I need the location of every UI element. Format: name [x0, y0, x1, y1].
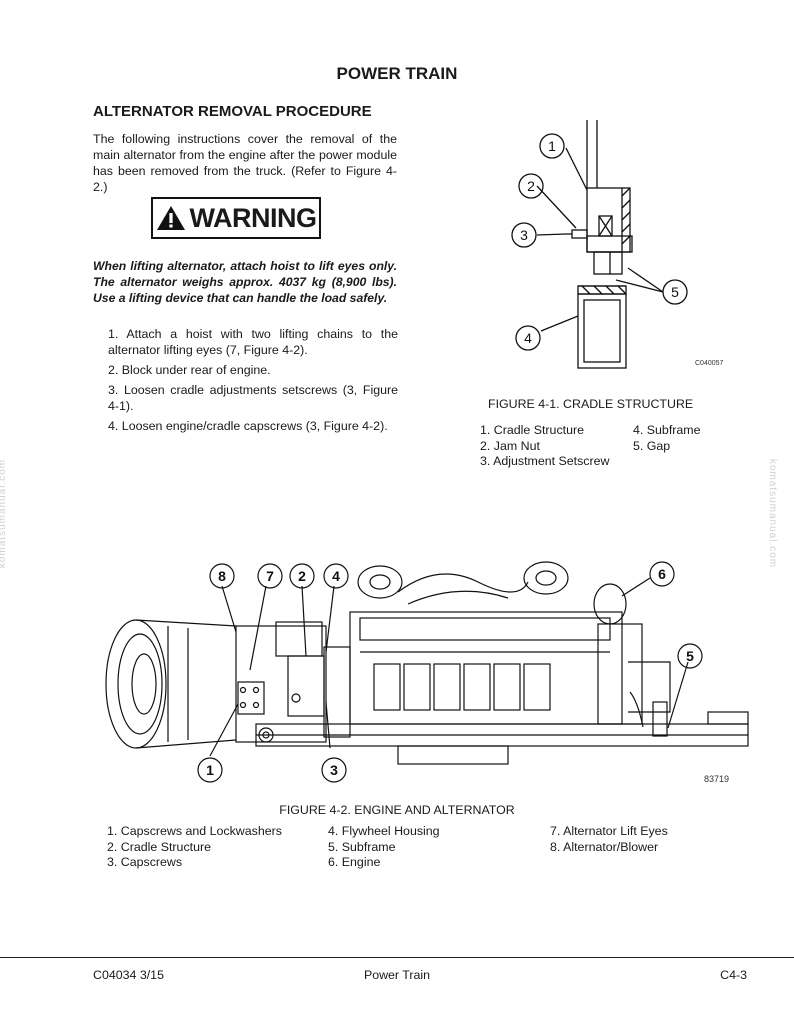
- warning-triangle-icon: [156, 206, 185, 230]
- cradle-structure-figure: 1 2 3 4 5 C040057: [511, 120, 724, 369]
- step-item: 2. Block under rear of engine.: [108, 363, 271, 377]
- footer-section: Power Train: [363, 968, 431, 982]
- footer-rule: [0, 957, 794, 958]
- fig1-callout: 5: [671, 284, 679, 300]
- warning-label: WARNING: [189, 202, 318, 233]
- step-item: 4. Loosen engine/cradle capscrews (3, Fi…: [108, 419, 388, 433]
- fig1-code: C040057: [695, 360, 724, 367]
- fig2-callout: 6: [658, 566, 666, 582]
- figure1-caption: FIGURE 4-1. CRADLE STRUCTURE: [488, 397, 694, 411]
- fig2-callout: 4: [332, 568, 340, 584]
- watermark-right: komatsumanual.com: [767, 458, 779, 569]
- fig1-callout: 4: [524, 330, 532, 346]
- footer-page-number: C4-3: [720, 968, 747, 982]
- page-title: POWER TRAIN: [336, 64, 458, 83]
- fig2-callout: 5: [686, 648, 694, 664]
- step-item: 1. Attach a hoist with two lifting chain…: [108, 327, 398, 357]
- figure2-legend-col3: 7. Alternator Lift Eyes 8. Alternator/Bl…: [550, 824, 668, 854]
- fig2-callout: 2: [298, 568, 306, 584]
- engine-alternator-figure: 8 7 2 4 6 5 1 3 83719: [105, 561, 749, 784]
- warning-box: WARNING: [151, 197, 321, 239]
- fig1-callout: 1: [548, 138, 556, 154]
- section-title: ALTERNATOR REMOVAL PROCEDURE: [93, 103, 372, 120]
- figure1-legend-right: 4. Subframe 5. Gap: [633, 423, 701, 453]
- warning-text: When lifting alternator, attach hoist to…: [93, 259, 397, 305]
- fig1-callout: 2: [527, 178, 535, 194]
- fig2-code: 83719: [704, 774, 729, 784]
- footer-doc-code: C04034 3/15: [93, 968, 164, 982]
- fig2-callout: 3: [330, 762, 338, 778]
- figure2-legend-col1: 1. Capscrews and Lockwashers 2. Cradle S…: [107, 824, 282, 869]
- figure2-caption: FIGURE 4-2. ENGINE AND ALTERNATOR: [279, 803, 515, 817]
- fig2-callout: 8: [218, 568, 226, 584]
- step-item: 3. Loosen cradle adjustments setscrews (…: [108, 383, 398, 413]
- fig2-callout: 1: [206, 762, 214, 778]
- intro-paragraph: The following instructions cover the rem…: [93, 132, 397, 194]
- fig2-callout: 7: [266, 568, 274, 584]
- fig1-callout: 3: [520, 227, 528, 243]
- figure1-legend-left: 1. Cradle Structure 2. Jam Nut 3. Adjust…: [480, 423, 610, 468]
- procedure-steps: 1. Attach a hoist with two lifting chain…: [108, 326, 398, 438]
- watermark-left: komatsumanual.com: [0, 458, 9, 569]
- figure2-legend-col2: 4. Flywheel Housing 5. Subframe 6. Engin…: [328, 824, 440, 869]
